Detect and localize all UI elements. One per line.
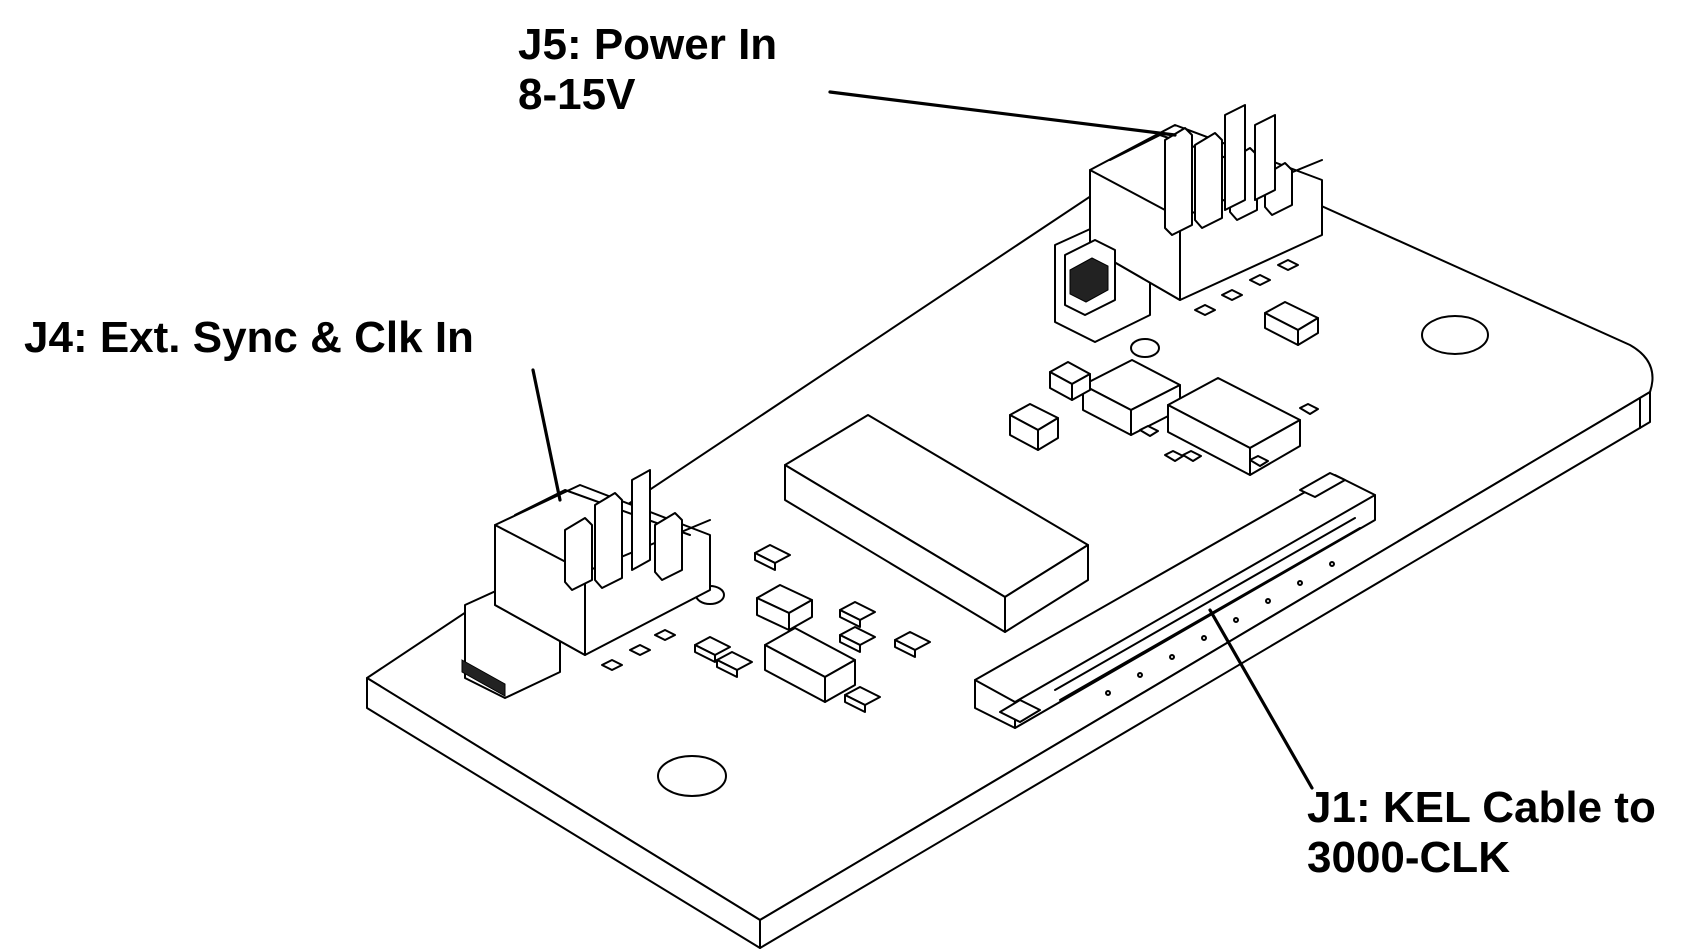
via-near-j5 xyxy=(1130,338,1160,358)
j1-kel-connector xyxy=(974,472,1376,729)
leader-line-j4 xyxy=(531,368,562,502)
j4-connector xyxy=(461,469,711,699)
label-j5-power-in: J5: Power In 8-15V xyxy=(518,20,777,120)
label-j5-line1: J5: Power In xyxy=(518,20,778,69)
label-j1-line1: J1: KEL Cable to xyxy=(1307,783,1656,832)
large-ic-package xyxy=(784,414,1089,633)
j5-connector xyxy=(1054,104,1323,343)
label-j5-line2: 8-15V xyxy=(518,70,636,119)
label-j1-kel-cable: J1: KEL Cable to 3000-CLK xyxy=(1307,783,1656,883)
label-j1-line2: 3000-CLK xyxy=(1307,833,1510,882)
components-j4-area xyxy=(694,544,931,713)
label-j4-ext-sync: J4: Ext. Sync & Clk In xyxy=(24,313,474,363)
leader-line-j1 xyxy=(1208,608,1314,790)
mounting-hole-right xyxy=(1421,315,1489,355)
label-j4-line1: J4: Ext. Sync & Clk In xyxy=(24,313,474,362)
leader-line-j5 xyxy=(828,90,1177,137)
mounting-hole-front xyxy=(657,755,727,797)
board-right-edge xyxy=(759,391,1651,949)
components-j5-area xyxy=(1009,301,1319,467)
